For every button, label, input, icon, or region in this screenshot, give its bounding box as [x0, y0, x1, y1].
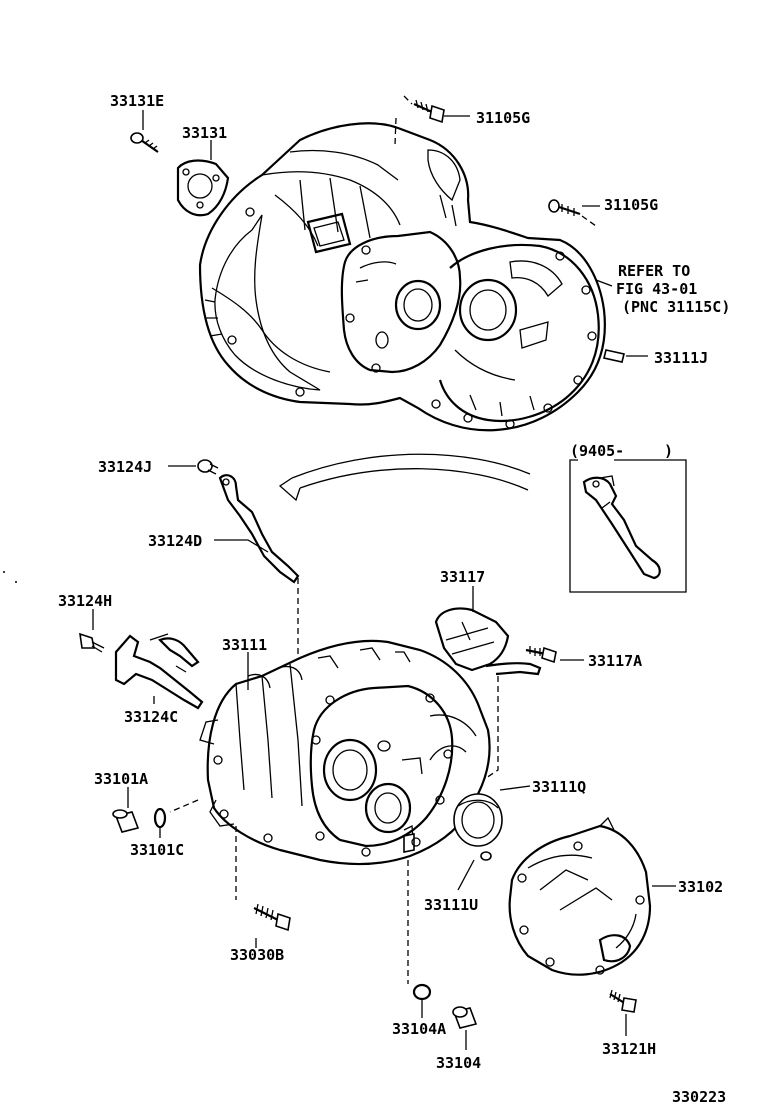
- label-33111Q: 33111Q: [532, 778, 586, 796]
- bolt-31105G-top: [394, 95, 445, 146]
- bolt-33124J: [197, 459, 219, 475]
- bolt-33030B: [253, 903, 291, 932]
- label-33104A: 33104A: [392, 1020, 446, 1038]
- inset-variant-box: [569, 459, 687, 593]
- label-33102: 33102: [678, 878, 723, 896]
- label-33101C: 33101C: [130, 841, 184, 859]
- lever-33124D: [218, 474, 300, 584]
- label-33124J: 33124J: [98, 458, 152, 476]
- date-range-close: ): [664, 442, 673, 460]
- direction-arrow: [278, 453, 531, 502]
- label-33101A: 33101A: [94, 770, 148, 788]
- bolt-33117A: [525, 646, 557, 664]
- bolt-33131E: [130, 132, 159, 153]
- case-33111: [199, 639, 491, 866]
- label-33131E: 33131E: [110, 92, 164, 110]
- gasket-33101C: [153, 807, 167, 829]
- label-31105G-mid: 31105G: [604, 196, 658, 214]
- cover-33102: [508, 816, 652, 976]
- reference-note-line-2: FIG 43-01: [616, 280, 697, 298]
- plug-33111U: [480, 851, 492, 861]
- bolt-33121H: [609, 989, 637, 1013]
- label-33030B: 33030B: [230, 946, 284, 964]
- label-33121H: 33121H: [602, 1040, 656, 1058]
- date-range-label: (9405-: [570, 442, 624, 460]
- gasket-33104A: [412, 983, 432, 1001]
- label-33117A: 33117A: [588, 652, 642, 670]
- part-labels: 33131E 33131 31105G 31105G REFER TO FIG …: [58, 92, 730, 1106]
- bolt-33124H: [79, 632, 105, 653]
- leaders-top: [142, 110, 648, 357]
- pin-33111J: [603, 349, 625, 363]
- label-33131: 33131: [182, 124, 227, 142]
- figure-number: 330223: [672, 1088, 726, 1106]
- label-33124H: 33124H: [58, 592, 112, 610]
- bolt-31105G-mid: [548, 199, 597, 227]
- leaders-bottom: [92, 465, 676, 1050]
- label-33117: 33117: [440, 568, 485, 586]
- label-33111U: 33111U: [424, 896, 478, 914]
- label-31105G-top: 31105G: [476, 109, 530, 127]
- plug-33101A: [112, 809, 140, 833]
- label-33124D: 33124D: [148, 532, 202, 550]
- label-33124C: 33124C: [124, 708, 178, 726]
- reference-note-line-1: REFER TO: [618, 262, 690, 280]
- label-33104: 33104: [436, 1054, 481, 1072]
- cover-33117: [434, 607, 542, 676]
- reference-note-line-3: (PNC 31115C): [622, 298, 730, 316]
- cover-plate-33131: [176, 159, 230, 217]
- scan-dots: [3, 571, 17, 583]
- seal-33111Q: [453, 793, 503, 847]
- plug-33104: [452, 1006, 478, 1029]
- lever-33124C: [114, 633, 204, 710]
- dashed-guides: [169, 578, 499, 984]
- label-33111: 33111: [222, 636, 267, 654]
- label-33111J: 33111J: [654, 349, 708, 367]
- transaxle-assembly-top: [198, 122, 606, 432]
